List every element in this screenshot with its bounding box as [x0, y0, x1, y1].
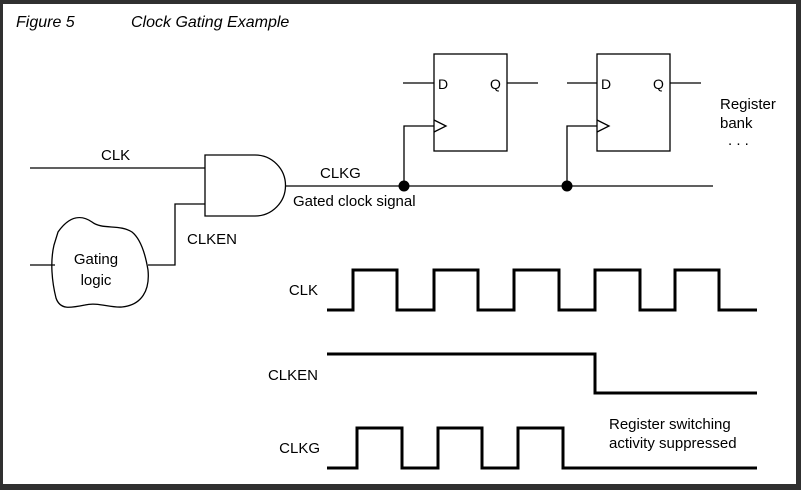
timing-label-clkg: CLKG	[279, 440, 320, 457]
flipflop-1-clk-wire	[403, 125, 434, 186]
waveform-clkg	[327, 426, 757, 470]
flipflop-1-q-label: Q	[490, 76, 501, 92]
register-bank-ellipsis: . . .	[728, 132, 749, 149]
clken-label: CLKEN	[187, 231, 237, 248]
flipflop-2	[596, 53, 671, 152]
gated-clock-caption: Gated clock signal	[293, 193, 416, 210]
clk-input-label: CLK	[101, 147, 130, 164]
flipflop-1-clock-triangle-icon	[433, 119, 448, 133]
flipflop-2-d-label: D	[601, 76, 611, 92]
register-bank-label-2: bank	[720, 115, 753, 132]
flipflop-1-d-label: D	[438, 76, 448, 92]
timing-label-clken: CLKEN	[268, 367, 318, 384]
suppressed-annotation-1: Register switching	[609, 416, 731, 433]
flipflop-2-clk-wire	[566, 125, 597, 186]
register-bank-label-1: Register	[720, 96, 776, 113]
clock-gating-diagram: Figure 5 Clock Gating Example CLK CLKEN …	[16, 14, 776, 470]
gating-logic-cloud	[51, 216, 149, 308]
gating-logic-label-1: Gating	[74, 251, 118, 268]
flipflop-2-clock-triangle-icon	[596, 119, 611, 133]
clken-wire	[148, 203, 205, 266]
waveform-clk	[327, 268, 757, 312]
flipflop-2-q-label: Q	[653, 76, 664, 92]
and-gate	[204, 154, 287, 217]
waveform-clken	[327, 352, 757, 395]
suppressed-annotation-2: activity suppressed	[609, 435, 737, 452]
figure-page: Figure 5 Clock Gating Example CLK CLKEN …	[3, 4, 796, 484]
figure-title: Clock Gating Example	[131, 14, 289, 31]
clkg-label: CLKG	[320, 165, 361, 182]
figure-number: Figure 5	[16, 14, 75, 31]
gating-logic-label-2: logic	[81, 272, 112, 289]
flipflop-1	[433, 53, 508, 152]
timing-label-clk: CLK	[289, 282, 318, 299]
